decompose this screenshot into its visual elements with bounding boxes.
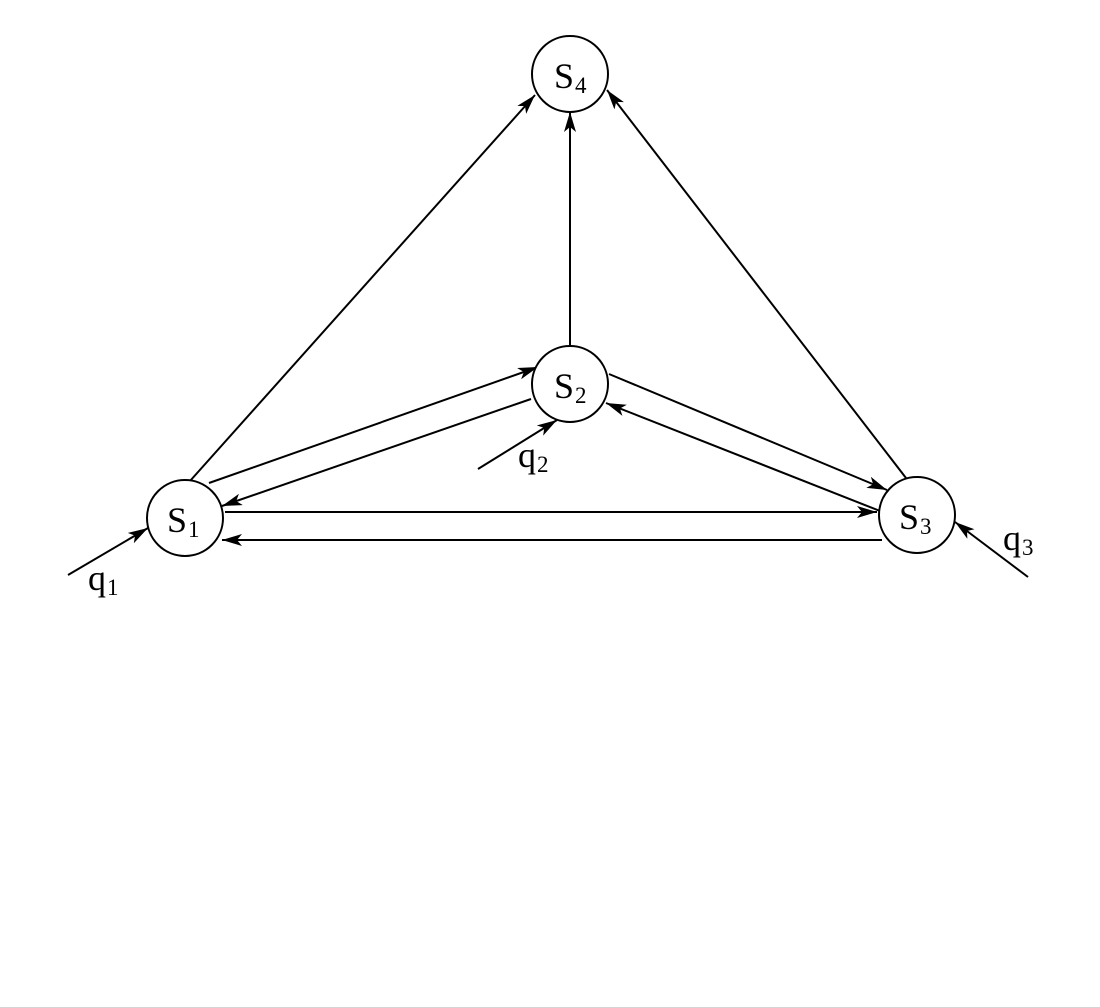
node-s2: S2: [531, 345, 609, 423]
input-q1-arrow: [67, 527, 149, 576]
svg-text:S4: S4: [554, 56, 587, 98]
input-label-q1: q1: [88, 558, 119, 600]
input-label-q2: q2: [518, 435, 549, 477]
input-q3-arrow: [954, 521, 1029, 578]
svg-text:S3: S3: [899, 497, 932, 539]
edge-s1-to-s4: [189, 94, 536, 482]
edge-s2-to-s1: [221, 398, 532, 507]
node-s1: S1: [146, 479, 224, 557]
edge-s2-to-s3: [608, 373, 888, 491]
input-q2-arrow: [477, 419, 558, 470]
edge-s1-to-s2: [208, 366, 539, 484]
node-s4: S4: [531, 35, 609, 113]
input-label-q3: q3: [1003, 518, 1034, 560]
edge-s3-to-s4: [606, 89, 907, 479]
node-s3: S3: [878, 476, 956, 554]
svg-text:S1: S1: [167, 500, 200, 542]
svg-text:S2: S2: [554, 366, 587, 408]
edge-s3-to-s2: [605, 402, 881, 512]
